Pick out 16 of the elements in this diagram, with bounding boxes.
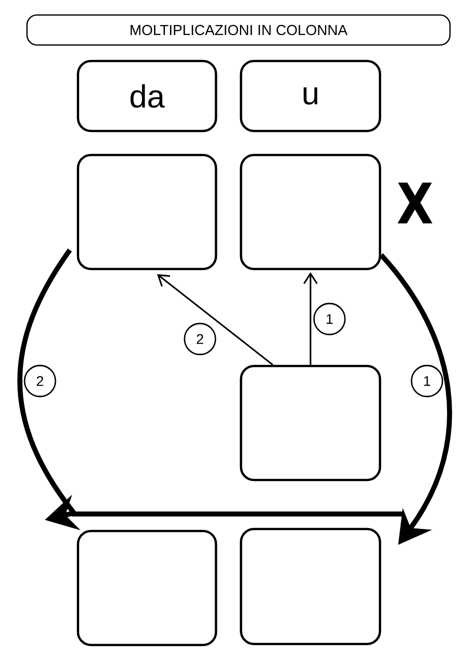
step-number: 1 [313, 302, 346, 336]
step-number: 2 [24, 364, 56, 398]
answer-box [240, 364, 382, 482]
column-label-box: da [76, 60, 218, 132]
answer-box [240, 154, 382, 270]
arrow [303, 272, 318, 365]
title-box: MOLTIPLICAZIONI IN COLONNA [26, 14, 451, 46]
step-number: 1 [410, 364, 444, 398]
arrow [157, 274, 274, 366]
multiplication-sign: X [398, 182, 432, 224]
step-number: 2 [184, 322, 216, 356]
curved-arrow [17, 248, 81, 530]
column-label-box: u [240, 60, 382, 132]
answer-box [76, 530, 218, 646]
answer-box [240, 528, 382, 646]
answer-box [76, 154, 218, 270]
